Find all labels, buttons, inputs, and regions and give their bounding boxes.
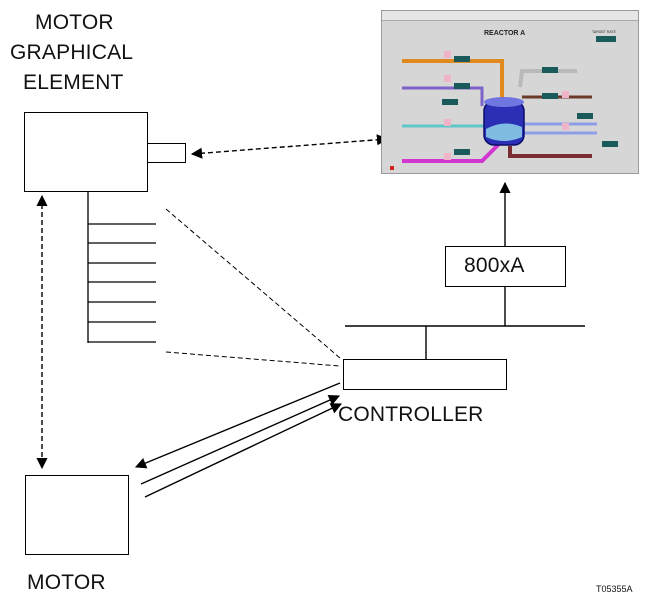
screen-target-rate: TARGET RATE	[592, 30, 616, 34]
target-rate-value	[596, 36, 616, 42]
value-tag	[454, 56, 470, 62]
indicator	[444, 75, 451, 82]
screen-toolbar	[382, 11, 638, 21]
indicator	[562, 91, 569, 98]
system-800xa-box: 800xA	[445, 246, 566, 287]
screen-title: REACTOR A	[484, 30, 526, 37]
motor-graphical-element-label: MOTOR	[35, 10, 114, 35]
figure-code: T05355A	[596, 584, 633, 594]
pipe-orange	[402, 59, 504, 101]
reactor-screen: REACTOR A TARGET RATE	[381, 10, 639, 174]
value-tag	[602, 141, 618, 147]
indicator	[444, 51, 451, 58]
value-tag	[542, 93, 558, 99]
value-tag	[542, 67, 558, 73]
motor-graphical-element-label: ELEMENT	[23, 70, 124, 95]
value-tag	[442, 99, 458, 105]
pipe-maroon	[508, 146, 592, 158]
label-line: ELEMENT	[23, 71, 124, 94]
indicator	[444, 153, 451, 160]
pipe-magenta	[402, 141, 502, 163]
reactor-liquid	[486, 123, 522, 141]
pipe-purple	[402, 86, 484, 106]
process-graphic	[390, 51, 618, 170]
reactor-top	[484, 97, 524, 107]
value-tag	[454, 149, 470, 155]
motor-graphical-element-label: GRAPHICAL	[10, 40, 133, 65]
value-tag	[454, 83, 470, 89]
controller-label: CONTROLLER	[338, 403, 484, 426]
screen-graphic-link	[190, 134, 389, 159]
motor-graphic-body	[24, 112, 148, 192]
status-led	[390, 166, 394, 170]
pins-controller-dash-bottom	[165, 351, 341, 367]
motor-label: MOTOR	[27, 571, 106, 594]
label-line: GRAPHICAL	[10, 41, 134, 64]
system-800xa-label: 800xA	[464, 254, 525, 277]
label-line: MOTOR	[35, 11, 114, 34]
motor-to-controller-arrow-2	[144, 403, 343, 498]
value-tag	[577, 113, 593, 119]
indicator	[444, 119, 451, 126]
motor-to-controller-arrow-1	[140, 394, 341, 485]
motor-graphic-shaft	[147, 143, 186, 163]
controller-to-motor-arrow	[134, 382, 341, 469]
motor-box	[25, 475, 129, 555]
controller-box	[343, 359, 507, 390]
indicator	[562, 123, 569, 130]
pipe-gray	[518, 69, 577, 88]
pins-controller-dash-top	[165, 208, 341, 359]
